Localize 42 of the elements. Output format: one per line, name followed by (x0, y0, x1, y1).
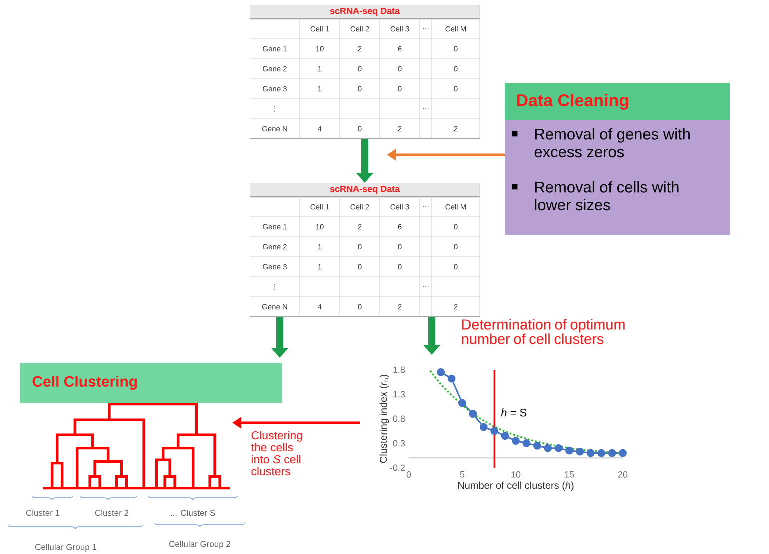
bullet-text: Removal of cells with lower sizes (512, 181, 679, 211)
y-tick-label: 0.8 (393, 416, 406, 422)
edge-label: Determination of optimum number of cell clusters (462, 319, 625, 344)
cluster-label: Cellular Group 1 (36, 544, 97, 552)
cluster-label: Cluster 2 (95, 510, 129, 516)
point (619, 449, 627, 458)
point (448, 374, 456, 383)
point (490, 427, 499, 436)
point (437, 368, 446, 376)
ref-line-label: h = S (501, 408, 527, 417)
point (566, 446, 574, 455)
point (512, 437, 520, 445)
cluster-label: Cellular Group 2 (170, 541, 230, 549)
cluster-label: ... Cluster S (171, 510, 216, 516)
x-axis-title: Number of cell clusters (h) (458, 482, 574, 492)
cluster-label: Cluster 1 (26, 510, 60, 516)
point (544, 444, 552, 452)
x-tick-label: 10 (512, 472, 521, 478)
y-tick-label: 1.8 (394, 366, 406, 374)
point (586, 449, 595, 458)
point (522, 440, 531, 448)
point (598, 449, 606, 458)
bullet-text: Removal of genes with excess zeros (512, 128, 690, 158)
y-axis-title: Clustering index (r$_{h}$) (380, 375, 390, 464)
point (480, 423, 488, 432)
point (533, 442, 542, 450)
point (576, 448, 584, 456)
y-tick-label: -0.2 (390, 464, 406, 472)
x-tick-label: 20 (618, 472, 628, 478)
heading-band: Cell Clustering (20, 363, 282, 404)
dendrogram-drawing (43, 403, 230, 490)
point (469, 410, 478, 418)
point (554, 444, 563, 452)
y-tick-label: 1.3 (394, 391, 406, 398)
x-tick-label: 5 (460, 472, 465, 478)
point (608, 449, 616, 458)
x-tick-label: 0 (406, 472, 412, 478)
x-tick-label: 15 (565, 472, 574, 478)
point (501, 432, 510, 440)
edge-label: Clustering the cells into S cell clusters (251, 431, 302, 476)
point (458, 399, 466, 408)
y-tick-label: 0.3 (393, 440, 406, 447)
